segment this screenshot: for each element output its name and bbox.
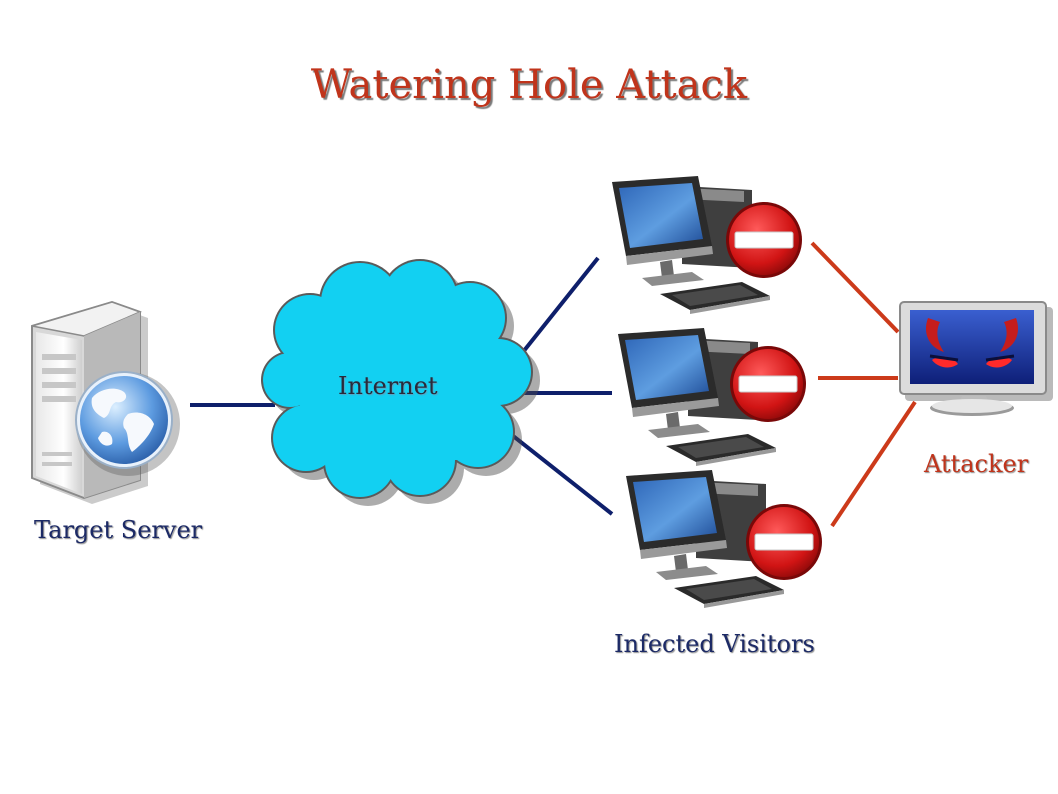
visitor-computer-1 xyxy=(612,176,803,314)
cloud-icon xyxy=(261,259,540,506)
target-server-label: Target Server xyxy=(34,516,203,544)
block-sign-icon xyxy=(729,345,807,423)
visitor-computer-3 xyxy=(626,470,823,608)
link-attacker-visitor-1 xyxy=(810,241,900,334)
link-internet-visitor-1 xyxy=(513,256,600,364)
infected-visitors-label: Infected Visitors xyxy=(614,630,815,658)
link-internet-visitor-3 xyxy=(506,430,614,516)
visitor-computer-2 xyxy=(618,328,807,466)
block-sign-icon xyxy=(725,201,803,279)
link-attacker-visitor-3 xyxy=(830,400,917,528)
block-sign-icon xyxy=(745,503,823,581)
server-globe-icon xyxy=(31,300,180,504)
internet-label: Internet xyxy=(338,372,438,400)
diagram-title: Watering Hole Attack xyxy=(310,62,748,108)
devil-monitor-icon xyxy=(899,301,1053,416)
attacker-label: Attacker xyxy=(924,450,1029,478)
